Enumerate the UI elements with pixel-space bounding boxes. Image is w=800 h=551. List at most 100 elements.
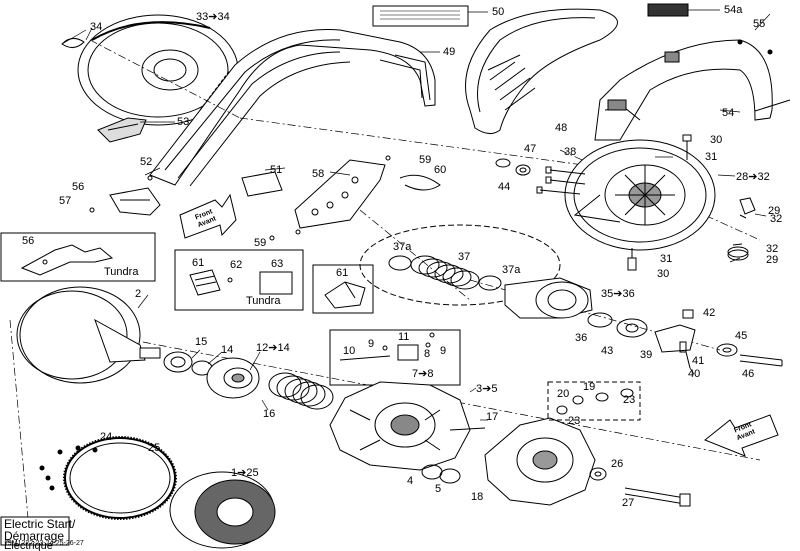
part-61 bbox=[324, 281, 366, 309]
screw-62 bbox=[227, 277, 233, 283]
callout-56-tundra: 56 bbox=[22, 235, 35, 247]
front-arrow-bottom bbox=[704, 414, 779, 457]
callout-35-36: 35➔36 bbox=[601, 288, 635, 300]
callout-62: 62 bbox=[230, 259, 243, 271]
electric-start-note: Electric Start/ bbox=[4, 518, 75, 531]
label-54a bbox=[647, 3, 720, 17]
callout-26: 26 bbox=[611, 458, 624, 470]
sliding-sheave-12 bbox=[206, 357, 260, 399]
callout-14: 14 bbox=[221, 344, 234, 356]
callout-58: 58 bbox=[312, 168, 325, 180]
callout-43: 43 bbox=[601, 345, 614, 357]
screw-59-top bbox=[385, 155, 391, 161]
bracket-39 bbox=[654, 324, 696, 353]
drawing-code: 19M1222-23-24-25-26-27 bbox=[4, 540, 84, 547]
callout-23-left: 23 bbox=[568, 415, 581, 427]
callout-9-left: 9 bbox=[368, 338, 375, 350]
nut-52 bbox=[147, 175, 153, 181]
callout-56-top: 56 bbox=[72, 181, 85, 193]
callout-29-top: 29 bbox=[768, 205, 781, 217]
spacer-45 bbox=[716, 343, 738, 357]
pin-30-lower bbox=[627, 248, 637, 271]
washer-11 bbox=[429, 332, 435, 338]
bushing-15 bbox=[163, 351, 193, 373]
bolt-30-top bbox=[682, 134, 692, 160]
callout-46: 46 bbox=[742, 368, 755, 380]
washer-4 bbox=[421, 464, 443, 480]
spring-group-outline bbox=[359, 224, 561, 306]
guard-bracket-49 bbox=[149, 28, 436, 187]
callout-23-right: 23 bbox=[623, 394, 636, 406]
callout-3-5: 3➔5 bbox=[476, 383, 498, 395]
callout-49: 49 bbox=[443, 46, 456, 58]
callout-59-top: 59 bbox=[419, 154, 432, 166]
electric-start-note-2: Démarrage bbox=[4, 530, 64, 543]
washer-47 bbox=[495, 158, 531, 176]
callout-60: 60 bbox=[434, 164, 447, 176]
bushing-23a bbox=[620, 388, 634, 398]
electric-start-line1: Electric Start/ bbox=[4, 517, 76, 531]
screw-59-bottom bbox=[269, 235, 275, 241]
callout-54a: 54a bbox=[724, 4, 743, 16]
pin-10 bbox=[339, 355, 391, 361]
callout-2: 2 bbox=[135, 288, 142, 300]
callout-1-25: 1➔25 bbox=[231, 467, 259, 479]
callout-8: 8 bbox=[424, 348, 431, 360]
driven-pulley-28 bbox=[564, 139, 716, 251]
callout-34-top: 34 bbox=[90, 21, 103, 33]
callout-29-bottom: 29 bbox=[766, 254, 779, 266]
roller-kit-box bbox=[329, 329, 461, 386]
callout-9-right: 9 bbox=[440, 345, 447, 357]
screws-24 bbox=[39, 445, 98, 491]
callout-15: 15 bbox=[195, 336, 208, 348]
callout-19: 19 bbox=[583, 381, 596, 393]
electric-start-line3: Électrique bbox=[4, 540, 53, 551]
callout-59-bottom: 59 bbox=[254, 237, 267, 249]
callout-38: 38 bbox=[564, 146, 577, 158]
callout-33-34: 33➔34 bbox=[196, 11, 230, 23]
callout-50: 50 bbox=[492, 6, 505, 18]
cover-54 bbox=[594, 39, 791, 141]
shaft-46 bbox=[739, 354, 783, 367]
callout-18: 18 bbox=[471, 491, 484, 503]
cam-29-top bbox=[739, 197, 756, 215]
callout-41: 41 bbox=[692, 355, 705, 367]
callout-5: 5 bbox=[435, 483, 442, 495]
tundra-label-left: Tundra bbox=[104, 266, 139, 278]
callout-40: 40 bbox=[688, 368, 701, 380]
callout-30-bottom: 30 bbox=[657, 268, 670, 280]
bushing-kit-outline bbox=[547, 381, 641, 421]
spring-60 bbox=[399, 174, 441, 191]
fixed-sheave-2 bbox=[16, 286, 161, 384]
warning-label-50 bbox=[372, 5, 488, 27]
plate-51 bbox=[241, 167, 286, 197]
callout-4: 4 bbox=[407, 475, 414, 487]
callout-45: 45 bbox=[735, 330, 748, 342]
cam-29-bottom bbox=[727, 246, 749, 261]
callout-61-tundra: 61 bbox=[192, 257, 205, 269]
bolt-27 bbox=[624, 487, 691, 507]
callout-20: 20 bbox=[557, 388, 570, 400]
front-arrow-top bbox=[179, 193, 237, 239]
callout-51: 51 bbox=[270, 164, 283, 176]
callout-47: 47 bbox=[524, 143, 537, 155]
callout-54: 54 bbox=[722, 107, 735, 119]
bracket-56 bbox=[109, 187, 161, 216]
callout-31-bottom: 31 bbox=[660, 253, 673, 265]
drive-pulley-assembly-1 bbox=[169, 471, 276, 549]
callout-55: 55 bbox=[753, 18, 766, 30]
callout-16: 16 bbox=[263, 408, 276, 420]
drive-belt-48 bbox=[465, 8, 618, 134]
clip-32 bbox=[732, 243, 743, 246]
part-61-tundra bbox=[189, 269, 221, 296]
washer-9a bbox=[382, 345, 388, 351]
callout-10: 10 bbox=[343, 345, 356, 357]
callout-32-top: 32 bbox=[770, 213, 783, 225]
callout-53: 53 bbox=[177, 116, 190, 128]
tundra-label-middle: Tundra bbox=[246, 295, 281, 307]
callout-28-32: 28➔32 bbox=[736, 171, 770, 183]
washer-9b bbox=[425, 342, 431, 348]
callout-12-14: 12➔14 bbox=[256, 342, 290, 354]
